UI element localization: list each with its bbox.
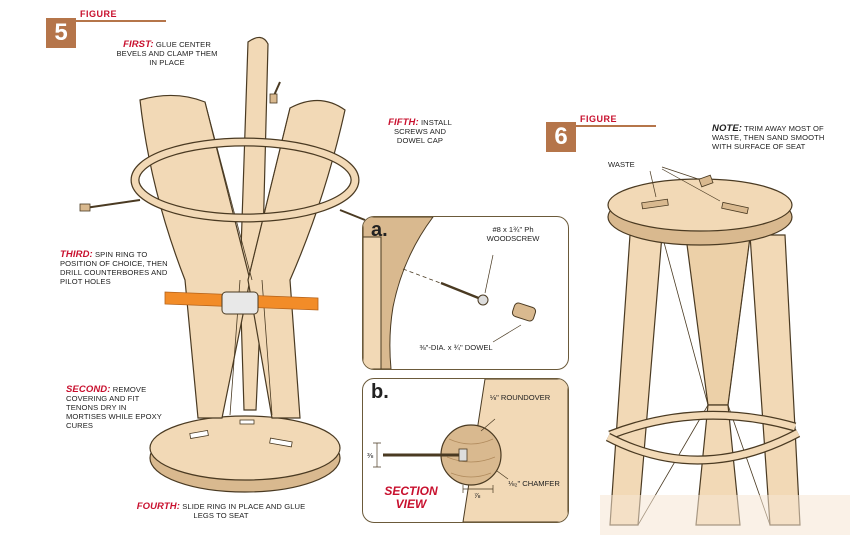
detail-b-dim-bottom <box>462 485 494 493</box>
note-figure-6: NOTE: TRIM AWAY MOST OF WASTE, THEN SAND… <box>712 124 837 151</box>
figure-5-rule <box>76 20 166 22</box>
stool-seat-top <box>607 178 793 232</box>
detail-a-screw-label: #8 x 1¾" Ph WOODSCREW <box>486 225 540 243</box>
note-second: SECOND: REMOVE COVERING AND FIT TENONS D… <box>66 385 166 430</box>
detail-a-dowel-label: ⅜"-DIA. x ¾" DOWEL <box>419 343 493 352</box>
stool-leg-right <box>749 234 801 526</box>
mortise-front <box>269 437 293 448</box>
waste-tenon-left <box>641 198 669 210</box>
detail-b-dim-left <box>373 442 381 468</box>
leg-shading <box>204 101 291 416</box>
detail-a-screw <box>440 281 482 301</box>
stool-ring-front-fill <box>606 430 800 464</box>
floor-shadow <box>600 495 850 535</box>
mortise-back <box>239 419 255 425</box>
detail-a-leg-section <box>363 236 382 369</box>
note-fifth-text: INSTALL SCREWS AND DOWEL CAP <box>393 118 452 145</box>
note-fourth-lead: FOURTH: <box>136 501 180 512</box>
dowel-left <box>79 203 91 212</box>
note-third-text: SPIN RING TO POSITION OF CHOICE, THEN DR… <box>60 250 168 286</box>
figure-5-badge: 5 <box>46 18 76 48</box>
note-fourth-text: SLIDE RING IN PLACE AND GLUE LEGS TO SEA… <box>182 502 306 520</box>
detail-b-panel: b. ⅛" ROUNDOVER ⅛₂" CHAMFER ⅜ ⅞ SECTION … <box>362 378 569 523</box>
note-first: FIRST: GLUE CENTER BEVELS AND CLAMP THEM… <box>112 40 222 67</box>
detail-b-screw-head <box>458 448 468 462</box>
mortise-left <box>189 430 209 439</box>
detail-b-section-view: SECTION VIEW <box>384 484 438 511</box>
note-figure-6-lead: NOTE: <box>712 123 743 134</box>
note-fifth-lead: FIFTH: <box>388 117 419 128</box>
note-third: THIRD: SPIN RING TO POSITION OF CHOICE, … <box>60 250 170 286</box>
leg-center <box>239 36 269 411</box>
detail-a-letter: a. <box>371 219 388 241</box>
detail-b-dim-bottom-label: ⅞ <box>473 491 481 500</box>
figure-6-badge: 6 <box>546 122 576 152</box>
waste-label: WASTE <box>608 160 635 169</box>
screw-left <box>84 199 141 209</box>
detail-b-illustration <box>373 379 568 522</box>
detail-b-letter: b. <box>371 381 389 403</box>
detail-b-roundover-leader <box>480 418 496 432</box>
figure-5-number: 5 <box>54 19 68 46</box>
note-fourth: FOURTH: SLIDE RING IN PLACE AND GLUE LEG… <box>136 502 306 520</box>
waste-tenon-right <box>721 201 749 215</box>
note-second-text: REMOVE COVERING AND FIT TENONS DRY IN MO… <box>66 385 162 430</box>
waste-leader-1 <box>661 166 699 180</box>
detail-b-chamfer-leader <box>496 470 509 480</box>
detail-a-panel: a. #8 x 1¾" Ph WOODSCREW ⅜"-DIA. x ¾" DO… <box>362 216 569 370</box>
figure-5-word: FIGURE <box>80 9 118 19</box>
detail-b-chamfer-label: ⅛₂" CHAMFER <box>508 479 560 488</box>
stool-leg-shading <box>637 234 771 526</box>
stool-ring-back-fill <box>608 411 796 439</box>
waste-tenon-center <box>698 174 714 188</box>
strap-buckle <box>221 291 259 315</box>
detail-b-grain <box>446 438 496 478</box>
detail-a-screw-leader <box>484 254 494 294</box>
figure-6-number: 6 <box>554 123 568 150</box>
detail-a-dowel-leader <box>492 324 522 343</box>
seat-base-disk-top <box>149 415 341 481</box>
detail-a-illustration <box>363 217 537 369</box>
figure-5-illustration <box>79 36 366 493</box>
figure-6-rule <box>576 125 656 127</box>
screw-right <box>339 209 366 221</box>
detail-b-dim-left-label: ⅜ <box>366 451 374 460</box>
waste-leader-2 <box>661 168 721 202</box>
note-third-lead: THIRD: <box>60 249 93 260</box>
stool-leg-left <box>609 234 663 526</box>
note-fifth: FIFTH: INSTALL SCREWS AND DOWEL CAP <box>380 118 460 145</box>
dowel-top <box>269 93 278 104</box>
note-first-text: GLUE CENTER BEVELS AND CLAMP THEM IN PLA… <box>116 40 218 67</box>
detail-a-screw-head <box>477 294 489 306</box>
stool-leg-center <box>685 236 751 406</box>
detail-b-roundover-label: ⅛" ROUNDOVER <box>489 393 551 402</box>
note-second-lead: SECOND: <box>66 384 111 395</box>
leg-left <box>139 94 251 419</box>
detail-a-dowel <box>511 302 537 322</box>
note-figure-6-text: TRIM AWAY MOST OF WASTE, THEN SAND SMOOT… <box>712 124 825 151</box>
figure-6-illustration <box>600 166 850 535</box>
ring-fill <box>131 138 359 222</box>
figure-6-word: FIGURE <box>580 114 618 124</box>
note-first-lead: FIRST: <box>123 39 154 50</box>
waste-leader-3 <box>649 170 657 198</box>
